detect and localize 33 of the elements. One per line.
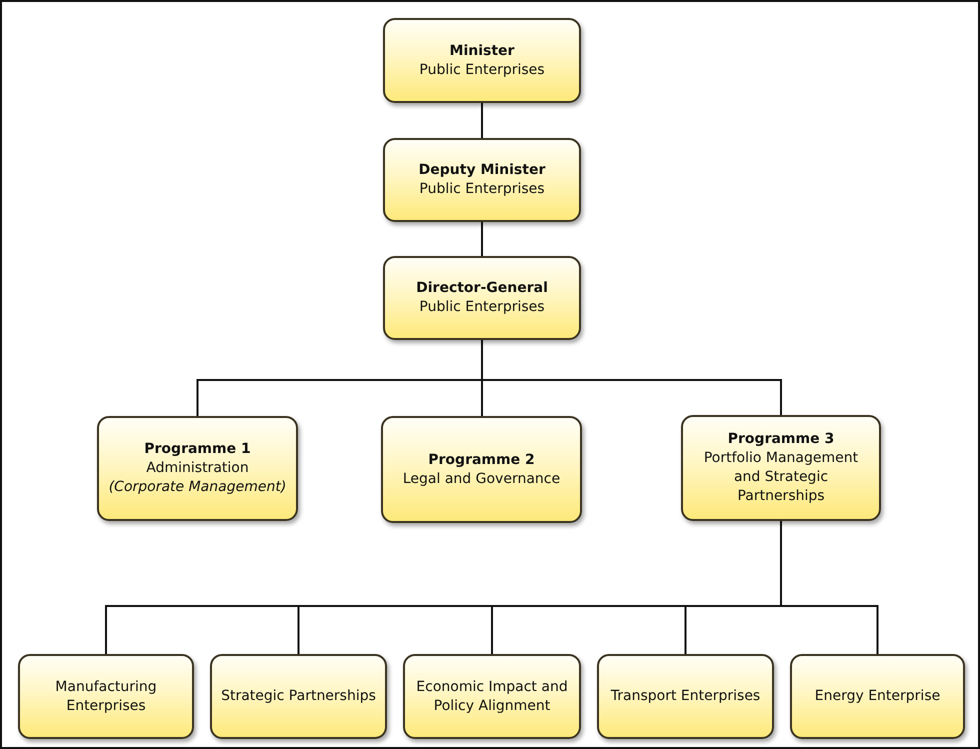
org-box	[597, 654, 774, 739]
box-text: Administration	[146, 459, 249, 478]
box-text: Transport Enterprises	[610, 687, 760, 706]
box-text: (Corporate Management)	[108, 478, 286, 497]
box-text: Energy Enterprise	[814, 687, 940, 706]
box-title: Director-General	[416, 279, 548, 298]
box-text: Strategic Partnerships	[221, 687, 376, 706]
box-text: Portfolio Management and Strategic Partnerships	[702, 449, 860, 506]
box-text: Manufacturing Enterprises	[54, 678, 158, 716]
connector-line	[780, 521, 878, 654]
org-box	[383, 256, 581, 340]
org-box	[210, 654, 387, 739]
box-title: Programme 3	[728, 430, 834, 449]
org-box	[97, 416, 298, 521]
box-title: Programme 2	[428, 450, 535, 470]
connector-line	[481, 340, 782, 415]
box-text: Public Enterprises	[419, 298, 545, 317]
org-box	[383, 18, 581, 103]
box-text: Public Enterprises	[419, 180, 545, 199]
org-box	[18, 654, 194, 739]
connector-line	[481, 103, 483, 138]
org-box	[403, 654, 581, 739]
connector-line	[481, 222, 483, 256]
box-text: Public Enterprises	[419, 60, 545, 80]
box-title: Deputy Minister	[418, 161, 546, 180]
box-title: Minister	[450, 42, 514, 60]
org-box	[383, 138, 581, 222]
box-text: Economic Impact and Policy Alignment	[415, 678, 569, 716]
org-box	[681, 415, 881, 521]
org-box	[790, 654, 965, 739]
box-title: Programme 1	[144, 440, 251, 459]
box-text: Legal and Governance	[402, 470, 560, 488]
org-box	[381, 416, 582, 523]
